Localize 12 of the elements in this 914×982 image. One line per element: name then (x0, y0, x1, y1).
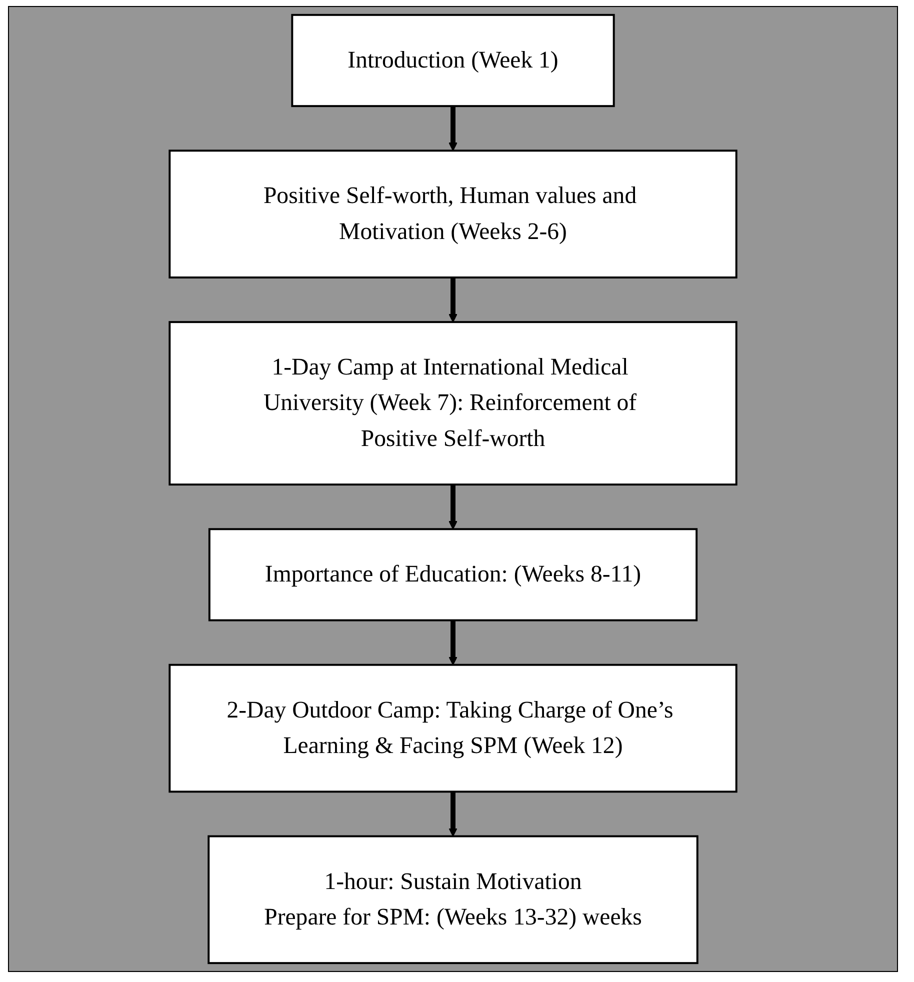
arrow (448, 792, 458, 837)
node-box (168, 321, 738, 486)
node-box (208, 528, 698, 622)
arrow (448, 620, 458, 666)
panel-background: Introduction (Week 1) Positive Self-worth, Human values and Motivation (Weeks 2-6) 1-Day Camp at International Medical University (Week 7): Reinforcement of Positive Self-worth Importance of Education: (Weeks 8-11) 2-Day Outdoor Camp: Taking Charge of One’s Learning & Facing SPM (Week 12) 1-hour: Sustain Motivation Prepare for SPM: (Weeks 13-32) weeks (8, 6, 898, 972)
arrow (448, 277, 458, 322)
arrow (448, 484, 458, 530)
node-box (168, 150, 738, 278)
node-box (291, 14, 615, 108)
arrow (448, 106, 458, 152)
node-box (208, 835, 698, 964)
node-box (168, 664, 738, 793)
